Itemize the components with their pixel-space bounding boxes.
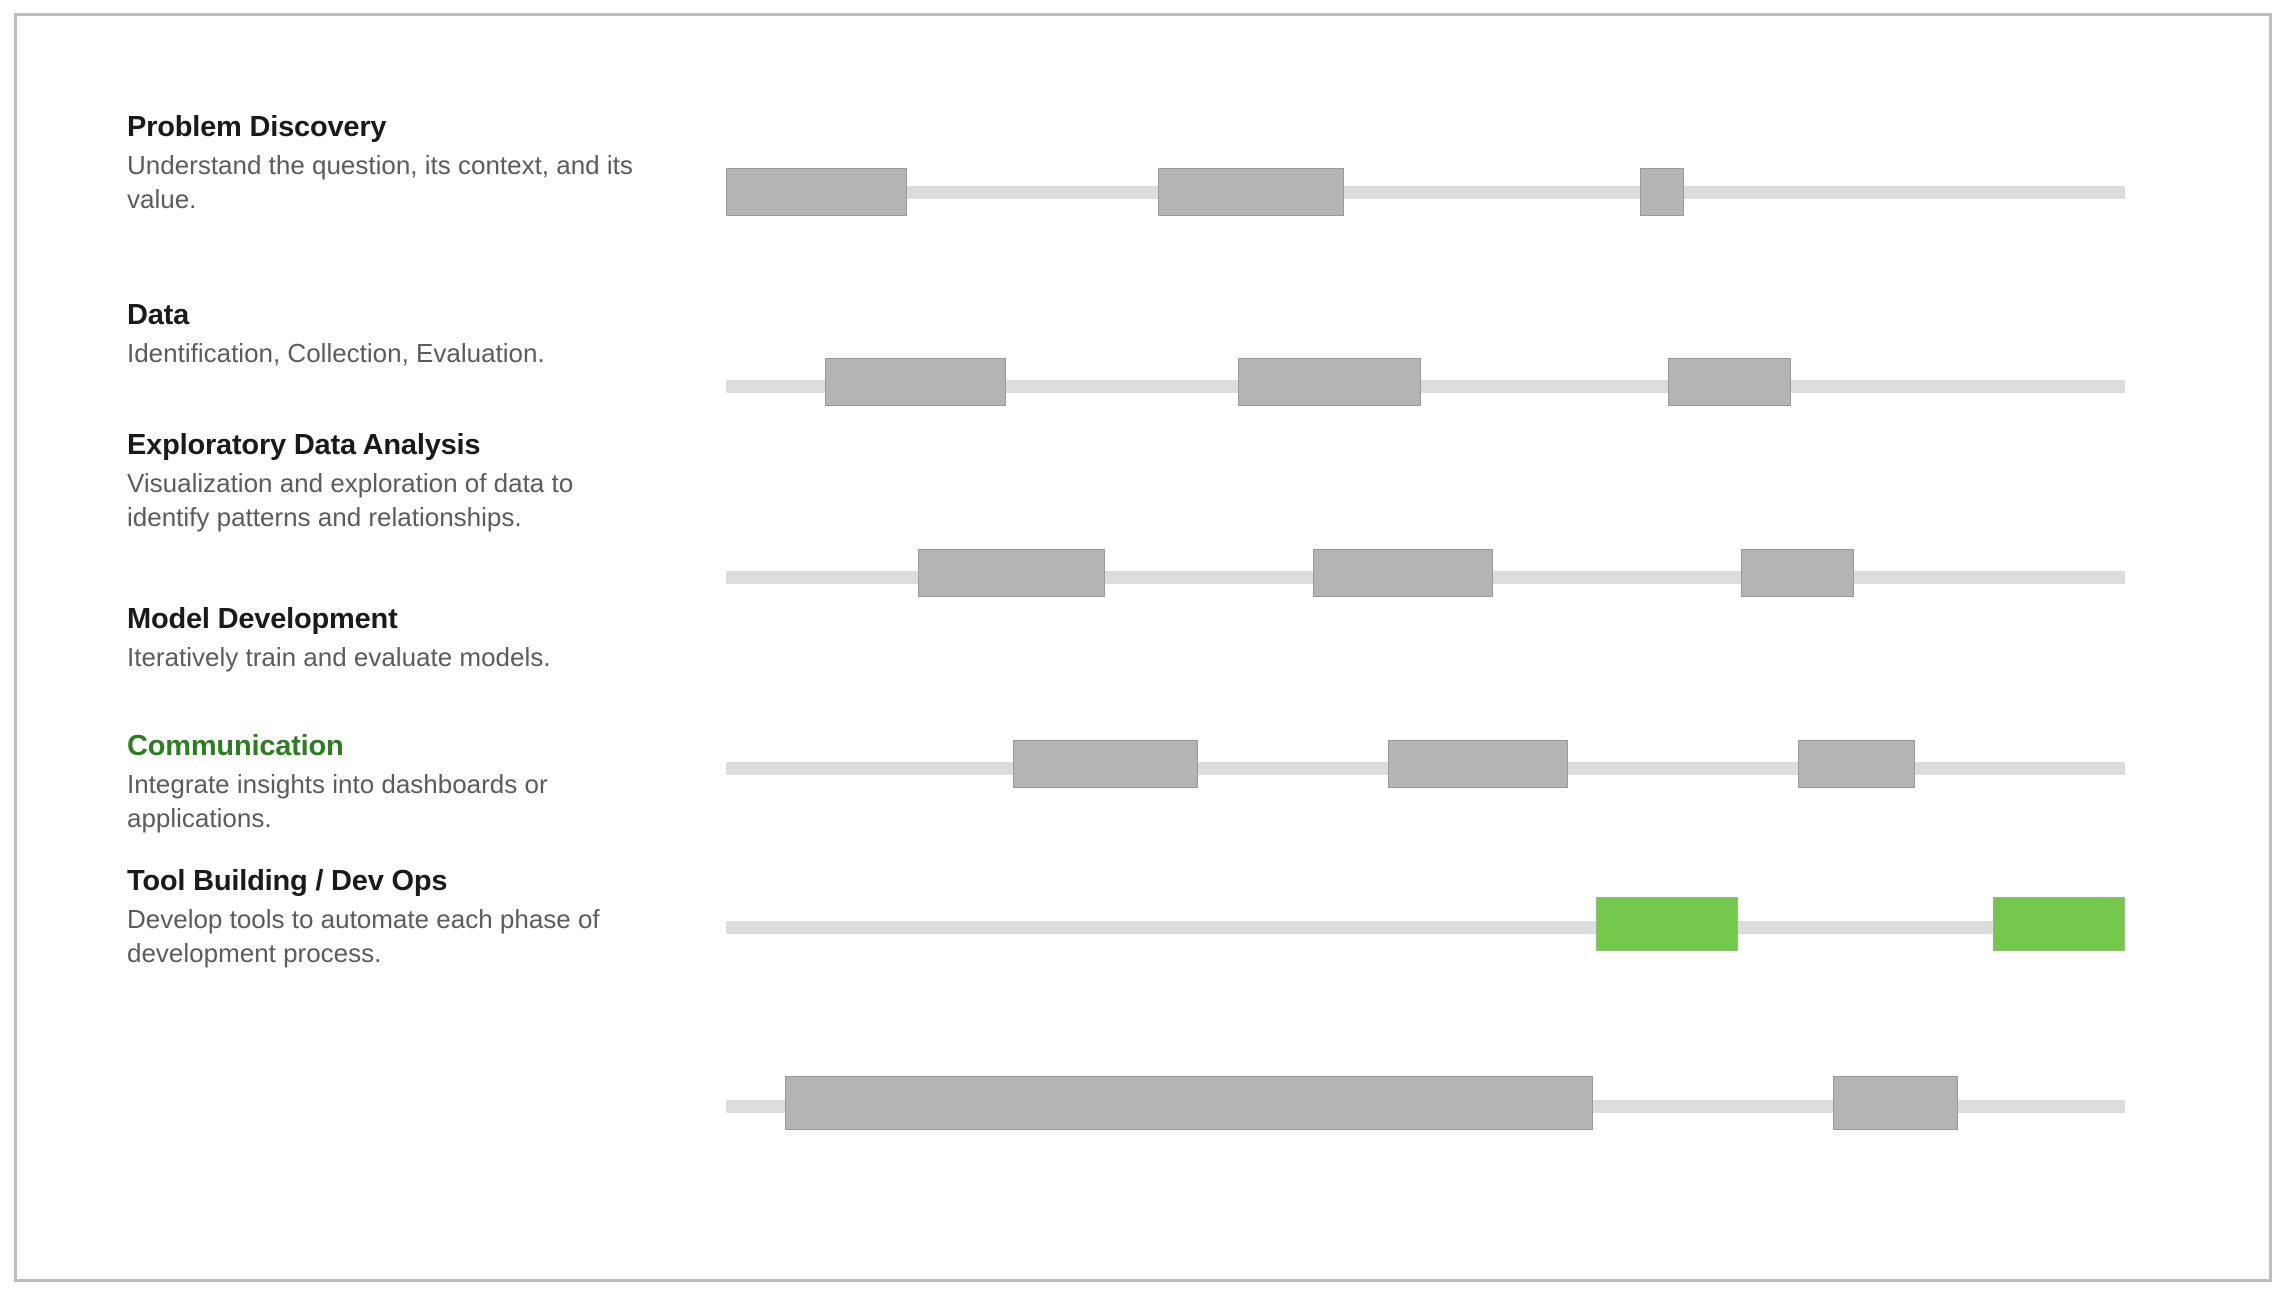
timeline-segment-problem-discovery-2[interactable] bbox=[1158, 168, 1344, 216]
timeline-segment-model-development-2[interactable] bbox=[1388, 740, 1568, 788]
phase-description-model-development: Iteratively train and evaluate models. bbox=[127, 642, 551, 673]
timeline-segment-problem-discovery-1[interactable] bbox=[726, 168, 907, 216]
timeline-segment-data-2[interactable] bbox=[1238, 358, 1421, 406]
timeline-segment-exploratory-data-analysis-2[interactable] bbox=[1313, 549, 1493, 597]
phase-title-communication: Communication bbox=[127, 730, 344, 762]
phase-description-communication: Integrate insights into dashboards or ap… bbox=[127, 769, 548, 834]
phase-title-model-development: Model Development bbox=[127, 603, 398, 635]
timeline-track-communication bbox=[726, 921, 2125, 934]
phase-title-data: Data bbox=[127, 299, 190, 331]
timeline-segment-tool-building-dev-ops-2[interactable] bbox=[1833, 1076, 1958, 1130]
timeline-segment-exploratory-data-analysis-3[interactable] bbox=[1741, 549, 1854, 597]
phase-title-tool-building-dev-ops: Tool Building / Dev Ops bbox=[127, 865, 448, 897]
timeline-track-problem-discovery bbox=[726, 186, 2125, 199]
phase-description-exploratory-data-analysis: Visualization and exploration of data to… bbox=[127, 468, 574, 533]
phase-title-exploratory-data-analysis: Exploratory Data Analysis bbox=[127, 429, 481, 461]
timeline-segment-problem-discovery-3[interactable] bbox=[1640, 168, 1684, 216]
timeline-segment-model-development-1[interactable] bbox=[1013, 740, 1198, 788]
phase-description-data: Identification, Collection, Evaluation. bbox=[127, 338, 545, 369]
timeline-segment-model-development-3[interactable] bbox=[1798, 740, 1915, 788]
phase-description-tool-building-dev-ops: Develop tools to automate each phase of … bbox=[127, 904, 600, 969]
timeline-segment-communication-1[interactable] bbox=[1596, 897, 1738, 951]
timeline-segment-data-1[interactable] bbox=[825, 358, 1006, 406]
timeline-segment-data-3[interactable] bbox=[1668, 358, 1791, 406]
timeline-segment-exploratory-data-analysis-1[interactable] bbox=[918, 549, 1105, 597]
timeline-segment-communication-2[interactable] bbox=[1993, 897, 2125, 951]
phase-title-problem-discovery: Problem Discovery bbox=[127, 111, 387, 143]
phase-description-problem-discovery: Understand the question, its context, an… bbox=[127, 150, 633, 215]
timeline-segment-tool-building-dev-ops-1[interactable] bbox=[785, 1076, 1593, 1130]
